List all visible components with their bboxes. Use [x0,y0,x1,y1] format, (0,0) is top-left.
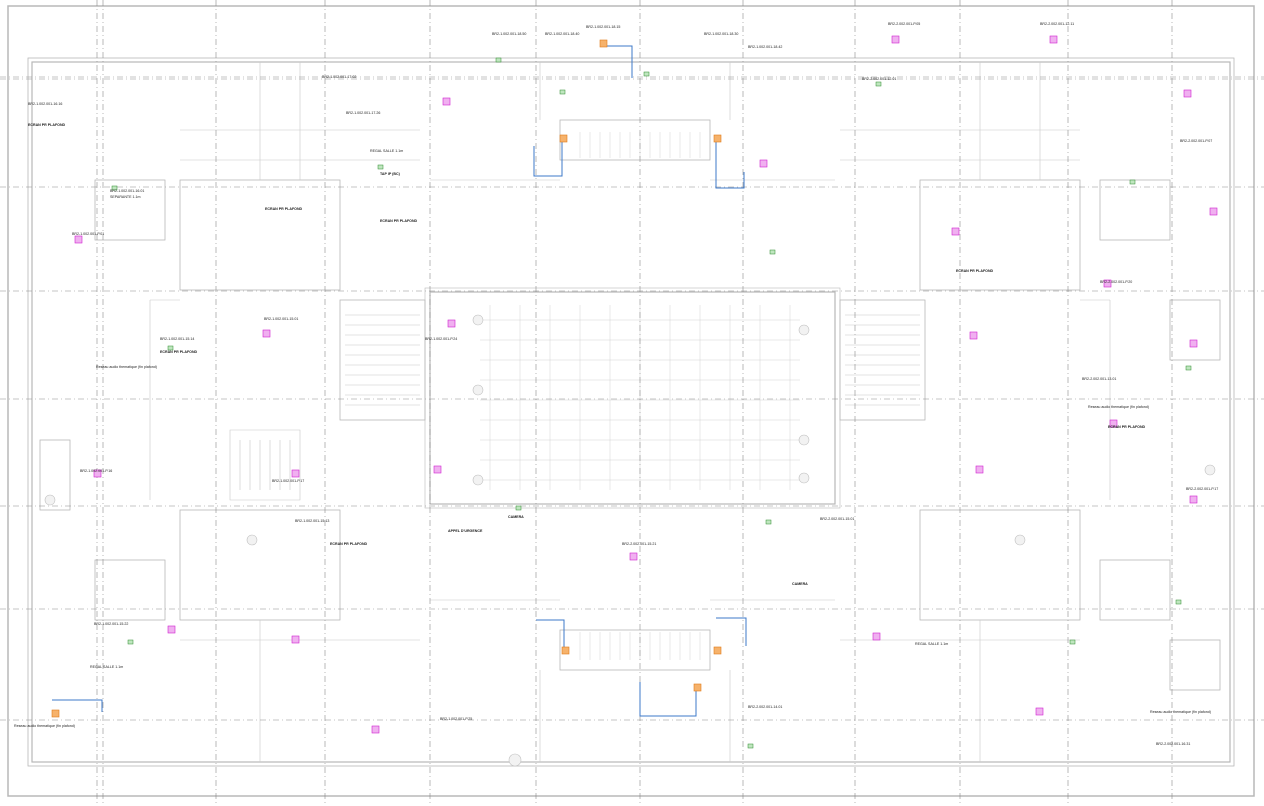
plan-label: BR2-1.002.001-18.15 [586,25,620,29]
plan-label: REGAL SALLE 1.1m [370,149,403,153]
plan-label: BR2-1.002.001-18.50 [492,32,526,36]
plan-label: ECRAN PR PLAFOND [28,123,66,127]
plan-label: BR2-2.002.001-13.01 [1082,377,1116,381]
plan-label: BR2-1.002.001-P.17 [272,479,304,483]
plan-label: Reseau audio thematique (fin plafond) [1088,405,1149,409]
planters [44,314,1216,767]
plan-label: BR2-2.002.001-12.01 [862,77,896,81]
plan-label: BR2-1.002.001-17.02 [322,75,356,79]
plan-label: BR2-1.002.001-P.25 [440,717,472,721]
plan-label: TAP IP (BC) [380,172,401,176]
plan-label: ECRAN PR PLAFOND [956,269,994,273]
plan-label: Reseau audio thematique (fin plafond) [14,724,75,728]
plan-label: BR2-1.002.001-17.26 [346,111,380,115]
equipment-boxes [51,39,722,718]
plan-label: BR2-1.002.001-15.14 [160,337,194,341]
plan-label: Reseau audio thematique (fin plafond) [96,365,157,369]
plan-label: BR2-2.002.001-P.07 [1180,139,1212,143]
building-walls [7,5,1255,797]
plan-label: BR2-1.002.001-P.16 [80,469,112,473]
plan-label: BR2-2.002.001-16.31 [1156,742,1190,746]
plan-label: BR2-1.002.001-P.01 [72,232,104,236]
plan-label: BR2-2.002.001-12.11 [1040,22,1074,26]
plan-label: CAMERA [792,582,808,586]
plan-label: BR2-1.002.001-15.01 [264,317,298,321]
plan-label: BR2-1.002.001-P.24 [425,337,457,341]
plan-label: ECRAN PR PLAFOND [265,207,303,211]
plan-label: Reseau audio thematique (fin plafond) [1150,710,1211,714]
plan-label: BR2-1.002.001-16.16 [28,102,62,106]
access-point-icons [74,35,1218,734]
plan-label: REGAL SALLE 1.1m [915,642,948,646]
cable-routes [52,45,747,717]
plan-label: BR2-1.002.001-18.30 [704,32,738,36]
plan-label: BR2-1.002.001-15.22 [94,622,128,626]
plan-label: BR2-2.002.001-P.20 [1100,280,1132,284]
plan-label: BR2-2.002.001-14.01 [748,705,782,709]
plan-label: BR2-1.002.001-16.01 [110,189,144,193]
outlet-symbols [111,57,1192,749]
plan-label: BR2-1.002.001-15.13 [295,519,329,523]
plan-label: CAMERA [508,515,524,519]
plan-label: ECRAN PR PLAFOND [1108,425,1146,429]
plan-label: REGAL SALLE 1.1m [90,665,123,669]
plan-label: ECRAN PR PLAFOND [380,219,418,223]
plan-label: ECRAN PR PLAFOND [330,542,368,546]
plan-label: BR2-2.002.001-15.21 [622,542,656,546]
plan-label: APPEL D'URGENCE [448,529,483,533]
plan-label: BR2-1.002.001-18.40 [545,32,579,36]
plan-label: BR2-2.002.001-P.17 [1186,487,1218,491]
plan-label: SEPARANTE 1.1m [110,195,141,199]
plan-label: ECRAN PR PLAFOND [160,350,198,354]
plan-label: BR2-2.002.001-15.01 [820,517,854,521]
plan-label: BR2-2.002.001-P.05 [888,22,920,26]
plan-label: BR2-1.002.001-18.42 [748,45,782,49]
